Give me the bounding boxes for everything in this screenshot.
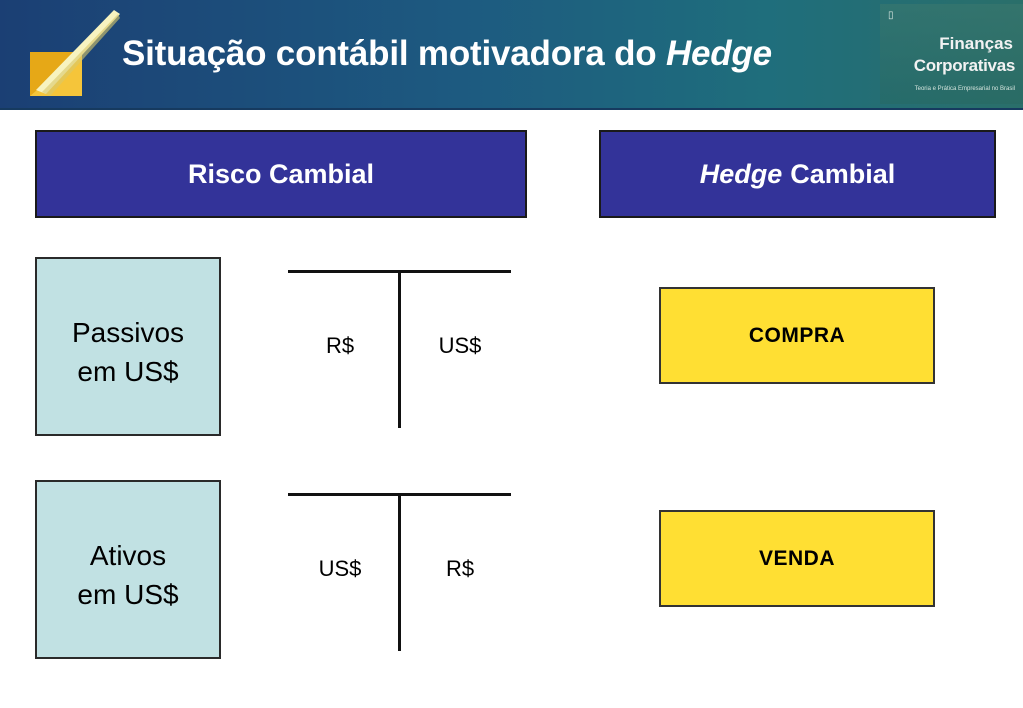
ativos-line2: em US$ [77,579,179,610]
t-account-2-left-label: US$ [318,556,362,581]
logo-icon [30,10,120,96]
header-divider [0,108,1023,110]
title-prefix: Situação contábil motivadora do [122,34,657,73]
brand-line1: Finanças [939,34,1013,53]
t-account-2-vertical [398,493,401,651]
t-account-2-right-label: R$ [445,556,475,581]
brand-logo: ▯ Finanças Corporativas Teoria e Prática… [880,4,1023,104]
venda-box: VENDA [659,510,935,607]
brand-tagline: Teoria e Prática Empresarial no Brasil [914,86,1015,92]
compra-label: COMPRA [748,324,846,347]
passivos-line2: em US$ [77,356,179,387]
compra-box: COMPRA [659,287,935,384]
page-title: Situação contábil motivadora do Hedge [122,34,772,74]
risco-cambial-label: Risco Cambial [187,158,375,189]
passivos-box: Passivos em US$ [35,257,221,436]
hedge-cambial-label: Cambial [790,158,896,189]
ativos-box: Ativos em US$ [35,480,221,659]
brand-line2: Corporativas [913,56,1016,75]
t-account-1-left-label: R$ [325,333,355,358]
risco-cambial-header: Risco Cambial [35,130,527,218]
title-emphasis: Hedge [665,34,772,73]
t-account-1-right-label: US$ [438,333,482,358]
passivos-line1: Passivos [71,317,185,348]
header-bar: Situação contábil motivadora do Hedge ▯ … [0,0,1023,110]
venda-label: VENDA [758,547,835,570]
ativos-line1: Ativos [89,540,167,571]
hedge-emphasis: Hedge [699,158,783,189]
t-account-1-vertical [398,270,401,428]
book-icon: ▯ [888,10,894,21]
